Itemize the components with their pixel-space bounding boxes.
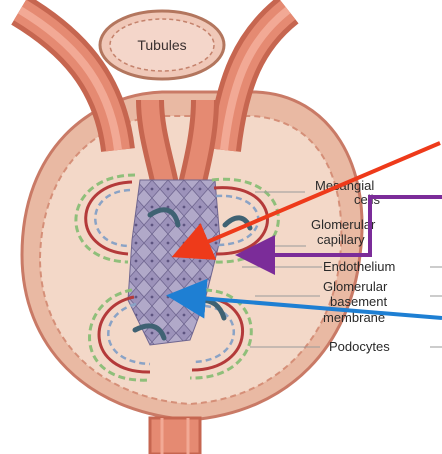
- label-capillary-2: capillary: [317, 232, 365, 247]
- label-gbm-1: Glomerular: [323, 279, 388, 294]
- label-endothelium: Endothelium: [323, 259, 395, 274]
- tubules-label: Tubules: [137, 37, 186, 53]
- label-capillary-1: Glomerular: [311, 217, 376, 232]
- label-mesangial-2: cells: [354, 192, 381, 207]
- label-gbm-2: basement: [330, 294, 387, 309]
- efferent-stalk: [150, 418, 200, 454]
- label-podocytes: Podocytes: [329, 339, 390, 354]
